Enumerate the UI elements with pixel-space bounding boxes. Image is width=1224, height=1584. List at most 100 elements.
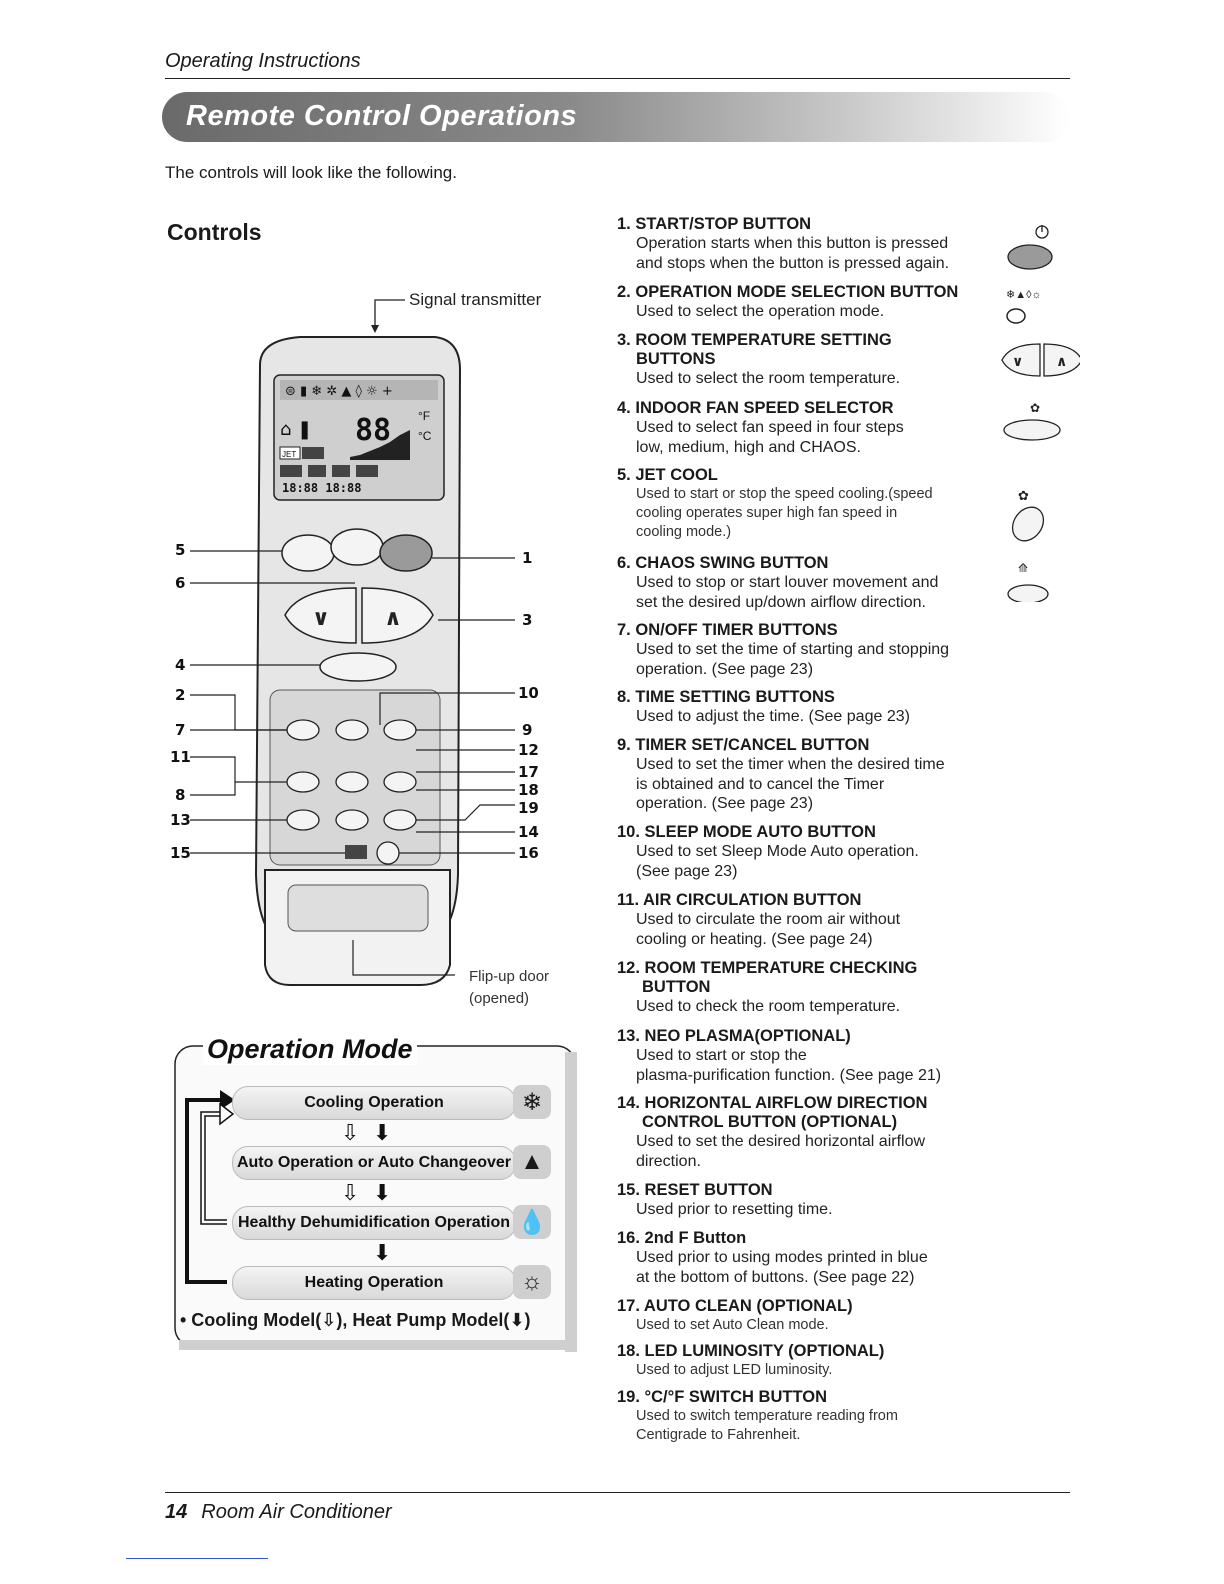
swing-icon: ⟰ xyxy=(1018,561,1028,575)
banner-title: Remote Control Operations xyxy=(186,100,578,132)
item-number: 19. xyxy=(617,1388,640,1406)
callout-17: 17 xyxy=(518,763,539,781)
item-number: 5. xyxy=(617,466,631,484)
signal-transmitter-label: Signal transmitter xyxy=(409,290,542,309)
title-banner xyxy=(162,92,1070,142)
callout-15: 15 xyxy=(170,844,191,862)
item-number: 7. xyxy=(617,621,631,639)
list-item: 3. ROOM TEMPERATURE SETTING BUTTONS Used… xyxy=(617,331,997,389)
item-title: TIMER SET/CANCEL BUTTON xyxy=(635,736,870,754)
item-number: 17. xyxy=(617,1297,640,1315)
item-title: °C/°F SWITCH BUTTON xyxy=(644,1388,827,1406)
controls-heading: Controls xyxy=(167,219,262,245)
svg-text:°C: °C xyxy=(418,429,432,443)
item-desc-line: is obtained and to cancel the Timer xyxy=(636,775,885,793)
heat-pump-arrow-icon: ⬇ xyxy=(373,1240,392,1265)
temp-down-button-icon xyxy=(1001,343,1041,377)
item-number: 6. xyxy=(617,554,631,572)
mode-auto: Auto Operation or Auto Changeover xyxy=(232,1146,516,1180)
item-title: AIR CIRCULATION BUTTON xyxy=(643,891,862,909)
item-desc-line: Used to set the timer when the desired t… xyxy=(636,756,945,773)
item-desc-line: cooling or heating. (See page 24) xyxy=(636,930,873,948)
temp-up-button-icon xyxy=(1043,343,1080,377)
jet-cool-button-icon xyxy=(1011,506,1045,542)
mode-cooling: Cooling Operation xyxy=(232,1086,516,1120)
callout-6: 6 xyxy=(175,574,186,592)
button-icons-column: ❄▲◊☼ ∨ ∧ ✿ ✿ ⟰ xyxy=(1001,225,1080,602)
list-item: 10. SLEEP MODE AUTO BUTTON Used to set S… xyxy=(617,823,997,881)
power-icon xyxy=(1035,225,1049,239)
callout-5: 5 xyxy=(175,541,186,559)
item-number: 2. xyxy=(617,283,631,301)
item-number: 14. xyxy=(617,1094,640,1112)
item-desc-line: plasma-purification function. (See page … xyxy=(636,1066,942,1084)
item-title: CHAOS SWING BUTTON xyxy=(635,554,829,572)
callout-18: 18 xyxy=(518,781,539,799)
mode-dehumidification: Healthy Dehumidification Operation xyxy=(232,1206,516,1240)
item-title-cont: CONTROL BUTTON (OPTIONAL) xyxy=(642,1113,898,1131)
item-number: 13. xyxy=(617,1027,640,1045)
item-desc-line: Used to adjust LED luminosity. xyxy=(636,1362,833,1378)
item-desc-line: Operation starts when this button is pre… xyxy=(636,235,949,252)
chaos-swing-button-icon xyxy=(1007,584,1049,602)
intro-text: The controls will look like the followin… xyxy=(165,163,457,182)
item-number: 11. xyxy=(617,891,640,909)
item-desc-line: direction. xyxy=(636,1152,701,1170)
item-title: RESET BUTTON xyxy=(644,1181,773,1199)
item-number: 18. xyxy=(617,1342,640,1360)
item-title: SLEEP MODE AUTO BUTTON xyxy=(644,823,876,841)
list-item: 12. ROOM TEMPERATURE CHECKING BUTTON Use… xyxy=(617,959,997,1017)
callout-12: 12 xyxy=(518,741,539,759)
callout-16: 16 xyxy=(518,844,539,862)
section-title: Operating Instructions xyxy=(165,50,361,72)
item-number: 9. xyxy=(617,736,631,754)
item-desc-line: Used to set the desired horizontal airfl… xyxy=(636,1133,926,1150)
svg-text:⊜ ▮ ❄ ✲ ▲ ◊ ☼ +: ⊜ ▮ ❄ ✲ ▲ ◊ ☼ + xyxy=(285,384,393,399)
footer-title: Room Air Conditioner xyxy=(201,1501,392,1523)
droplet-icon: 💧 xyxy=(513,1205,551,1239)
sun-icon: ☼ xyxy=(513,1265,551,1299)
item-desc-line: Used to set Sleep Mode Auto operation. xyxy=(636,843,919,860)
mode-heating: Heating Operation xyxy=(232,1266,516,1300)
item-number: 4. xyxy=(617,399,631,417)
list-item: 9. TIMER SET/CANCEL BUTTON Used to set t… xyxy=(617,736,997,814)
item-title-cont: BUTTON xyxy=(642,978,711,996)
item-desc-line: cooling operates super high fan speed in xyxy=(636,505,898,521)
item-desc-line: Centigrade to Fahrenheit. xyxy=(636,1427,801,1443)
item-desc-line: operation. (See page 23) xyxy=(636,795,814,812)
item-desc-line: Used to switch temperature reading from xyxy=(636,1408,898,1424)
item-number: 12. xyxy=(617,959,640,977)
item-title: ROOM TEMPERATURE SETTING xyxy=(635,331,892,349)
item-number: 16. xyxy=(617,1229,640,1247)
page-footer: 14 Room Air Conditioner xyxy=(165,1501,392,1524)
item-desc-line: Used to circulate the room air without xyxy=(636,911,901,928)
flip-up-door-sublabel: (opened) xyxy=(469,990,530,1007)
item-desc-line: Used prior to resetting time. xyxy=(636,1201,833,1218)
footer-accent-line xyxy=(126,1558,268,1559)
operation-mode-title: Operation Mode xyxy=(203,1034,417,1065)
auto-triangle-icon: ▲ xyxy=(513,1145,551,1179)
svg-text:18:88 18:88: 18:88 18:88 xyxy=(282,481,361,495)
svg-text:88: 88 xyxy=(355,413,391,448)
callout-2: 2 xyxy=(175,686,186,704)
list-item: 5. JET COOL Used to start or stop the sp… xyxy=(617,466,997,542)
callout-10: 10 xyxy=(518,684,539,702)
item-desc-line: Used to select the operation mode. xyxy=(636,303,885,320)
item-desc-line: Used to set Auto Clean mode. xyxy=(636,1317,829,1333)
mode-button-icon xyxy=(1006,308,1026,324)
page-number: 14 xyxy=(165,1501,188,1523)
footer-rule xyxy=(165,1492,1070,1493)
item-title: ON/OFF TIMER BUTTONS xyxy=(635,621,838,639)
item-desc-line: cooling mode.) xyxy=(636,524,732,540)
callout-4: 4 xyxy=(175,656,186,674)
callout-13: 13 xyxy=(170,811,191,829)
item-title: TIME SETTING BUTTONS xyxy=(635,688,835,706)
remote-control-diagram: ⊜ ▮ ❄ ✲ ▲ ◊ ☼ + ⌂ ❚ 88 °F °C JET 18:88 1… xyxy=(190,299,515,986)
list-item: 18. LED LUMINOSITY (OPTIONAL) Used to ad… xyxy=(617,1342,997,1380)
item-title: JET COOL xyxy=(635,466,718,484)
callout-7: 7 xyxy=(175,721,186,739)
list-item: 8. TIME SETTING BUTTONS Used to adjust t… xyxy=(617,688,997,727)
item-title: OPERATION MODE SELECTION BUTTON xyxy=(635,283,959,301)
item-title: ROOM TEMPERATURE CHECKING xyxy=(644,959,918,977)
item-number: 1. xyxy=(617,215,631,233)
